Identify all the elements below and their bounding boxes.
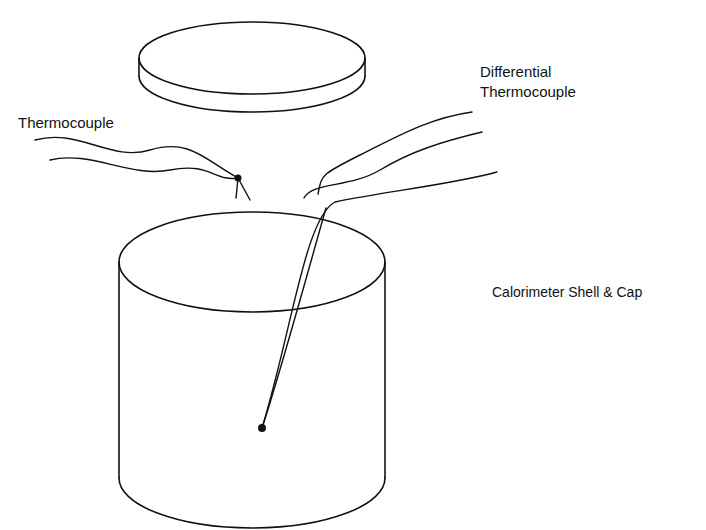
shell-side xyxy=(384,262,386,478)
thermocouple-wire xyxy=(50,158,250,200)
junction-dot xyxy=(235,175,242,182)
cap-top xyxy=(139,22,365,94)
part-label: Calorimeter Shell & Cap xyxy=(492,283,642,301)
junction-dot xyxy=(258,424,266,432)
differential-wire xyxy=(304,132,482,198)
differential-wire xyxy=(262,208,326,428)
part-label: Differential Thermocouple xyxy=(480,62,592,101)
shell-rim xyxy=(119,212,385,312)
differential-wire xyxy=(262,172,497,428)
thermocouple-wire xyxy=(35,137,238,198)
cap-side xyxy=(364,58,366,76)
cap-bottom xyxy=(139,76,365,112)
cap-side xyxy=(138,58,140,76)
shell-side xyxy=(118,262,120,478)
part-label: Thermocouple xyxy=(18,113,114,133)
shell-bottom xyxy=(119,478,385,528)
